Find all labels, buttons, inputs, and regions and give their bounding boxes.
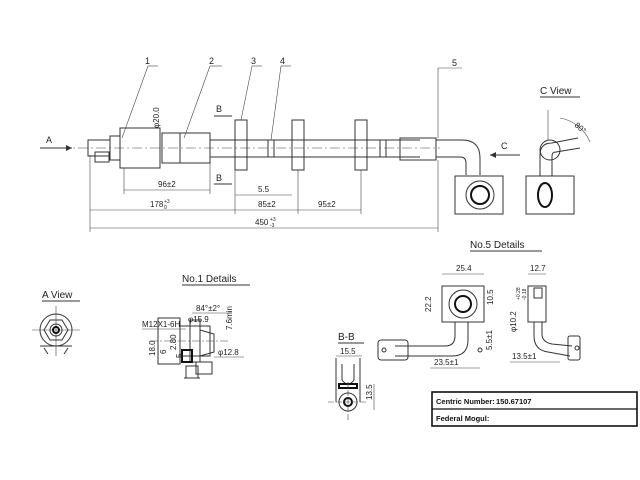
dim-178: 178 — [150, 200, 164, 209]
dim-95: 95±2 — [318, 200, 336, 209]
centric-value: 150.67107 — [496, 397, 531, 406]
tube-bend-outer — [436, 139, 481, 175]
bb-section: B-B 15.5 13.5 — [328, 332, 375, 420]
bb-width: 15.5 — [340, 347, 356, 356]
leader-1 — [121, 65, 149, 139]
centric-label: Centric Number: — [436, 397, 495, 406]
fitting-hex — [94, 151, 110, 163]
callout-5: 5 — [452, 58, 457, 68]
view-arrow-c-label: C — [501, 141, 508, 151]
a-view-bore — [49, 323, 63, 337]
no5-d235: 23.5±1 — [434, 358, 459, 367]
no1-min: 7.6min — [225, 306, 234, 330]
federal-label: Federal Mogul: — [436, 414, 489, 423]
section-b-top: B — [216, 104, 222, 114]
brake-hose-main-view: 1 2 3 4 5 B B A C φ20.0 96±2 178 +3 0 5.… — [40, 56, 520, 232]
no1-title: No.1 Details — [182, 274, 236, 285]
no5-h105: 10.5 — [486, 289, 495, 305]
c-view-port — [537, 182, 553, 208]
c-view: C View 80° — [525, 86, 591, 215]
no5-title: No.5 Details — [470, 240, 524, 251]
no5-tube-nut — [377, 339, 409, 361]
no5-details: No.5 Details 25.4 22.2 10.5 23.5±1 5.5±1… — [377, 240, 581, 369]
a-view-title: A View — [42, 290, 73, 301]
dim-5-5: 5.5 — [258, 185, 270, 194]
callout-3: 3 — [251, 56, 256, 66]
no5-d55: 5.5±1 — [485, 329, 494, 350]
end-block — [454, 175, 504, 215]
a-view-clip — [40, 345, 72, 355]
c-view-angle: 80° — [573, 121, 588, 136]
ring-4 — [267, 139, 275, 158]
a-view-hex — [43, 319, 69, 341]
dim-450-tol-up: +3 — [270, 217, 276, 223]
bb-height: 13.5 — [365, 384, 374, 400]
no5-block — [441, 285, 485, 323]
no5-w127: 12.7 — [530, 264, 546, 273]
dim-178-tol-dn: 0 — [164, 205, 167, 211]
tube-bend-inner — [436, 156, 467, 175]
no1-d280: 2.80 — [169, 334, 178, 350]
c-view-title: C View — [540, 86, 572, 97]
no5-side-block — [527, 285, 547, 323]
no5-tol-up: +0.28 — [516, 287, 522, 300]
a-view: A View — [32, 290, 80, 356]
no5-tol-dn: -0.18 — [522, 288, 528, 300]
end-port-inner — [470, 185, 490, 205]
no1-d159: φ15.9 — [188, 315, 209, 324]
dim-450: 450 — [255, 218, 269, 227]
ring-end — [379, 139, 387, 158]
no5-side-nut — [567, 335, 581, 361]
callout-2: 2 — [209, 56, 214, 66]
leader-2 — [183, 65, 211, 139]
dim-450-tol-dn: -3 — [270, 223, 275, 229]
no1-d5: 5 — [175, 353, 184, 358]
no1-details: No.1 Details 84°±2° φ15.9 7.6min M12X1-6… — [142, 274, 250, 379]
callout-4: 4 — [280, 56, 285, 66]
no1-thread: M12X1-6H — [142, 320, 180, 329]
view-arrow-a-label: A — [46, 135, 52, 145]
end-port-outer — [465, 180, 495, 210]
section-b-bottom: B — [216, 173, 222, 183]
dim-85: 85±2 — [258, 200, 276, 209]
no5-port-outer — [448, 289, 478, 319]
no1-d128: φ12.8 — [218, 348, 239, 357]
dim-96: 96±2 — [158, 180, 176, 189]
no5-tube-lower — [395, 322, 469, 357]
c-view-block — [525, 175, 575, 215]
bracket-mid — [291, 119, 305, 171]
c-view-tube — [539, 137, 579, 176]
no5-side-tube — [533, 322, 571, 357]
no5-port-inner — [454, 295, 472, 313]
no5-d135: 13.5±1 — [512, 352, 537, 361]
no1-angle: 84°±2° — [196, 304, 220, 313]
male-fitting — [399, 137, 437, 161]
no1-cone — [199, 329, 215, 357]
dim-diameter-20: φ20.0 — [152, 107, 161, 128]
callout-1: 1 — [145, 56, 150, 66]
no5-hole: φ10.2 — [509, 311, 518, 332]
bracket-3 — [234, 119, 248, 171]
leader-3 — [240, 65, 253, 121]
no1-d180: 18.0 — [148, 340, 157, 356]
leader-4 — [270, 65, 282, 141]
bracket-end — [354, 119, 368, 171]
no1-d6: 6 — [159, 349, 168, 354]
no5-w254: 25.4 — [456, 264, 472, 273]
dim-178-tol-up: +3 — [164, 199, 170, 205]
bb-title: B-B — [338, 332, 355, 343]
bb-slot — [341, 364, 355, 385]
crimp-ferrule — [119, 127, 161, 169]
c-view-bend — [539, 139, 561, 161]
title-block: Centric Number: 150.67107 Federal Mogul: — [431, 391, 638, 427]
no5-tube-upper — [395, 322, 456, 347]
no5-h222: 22.2 — [424, 296, 433, 312]
